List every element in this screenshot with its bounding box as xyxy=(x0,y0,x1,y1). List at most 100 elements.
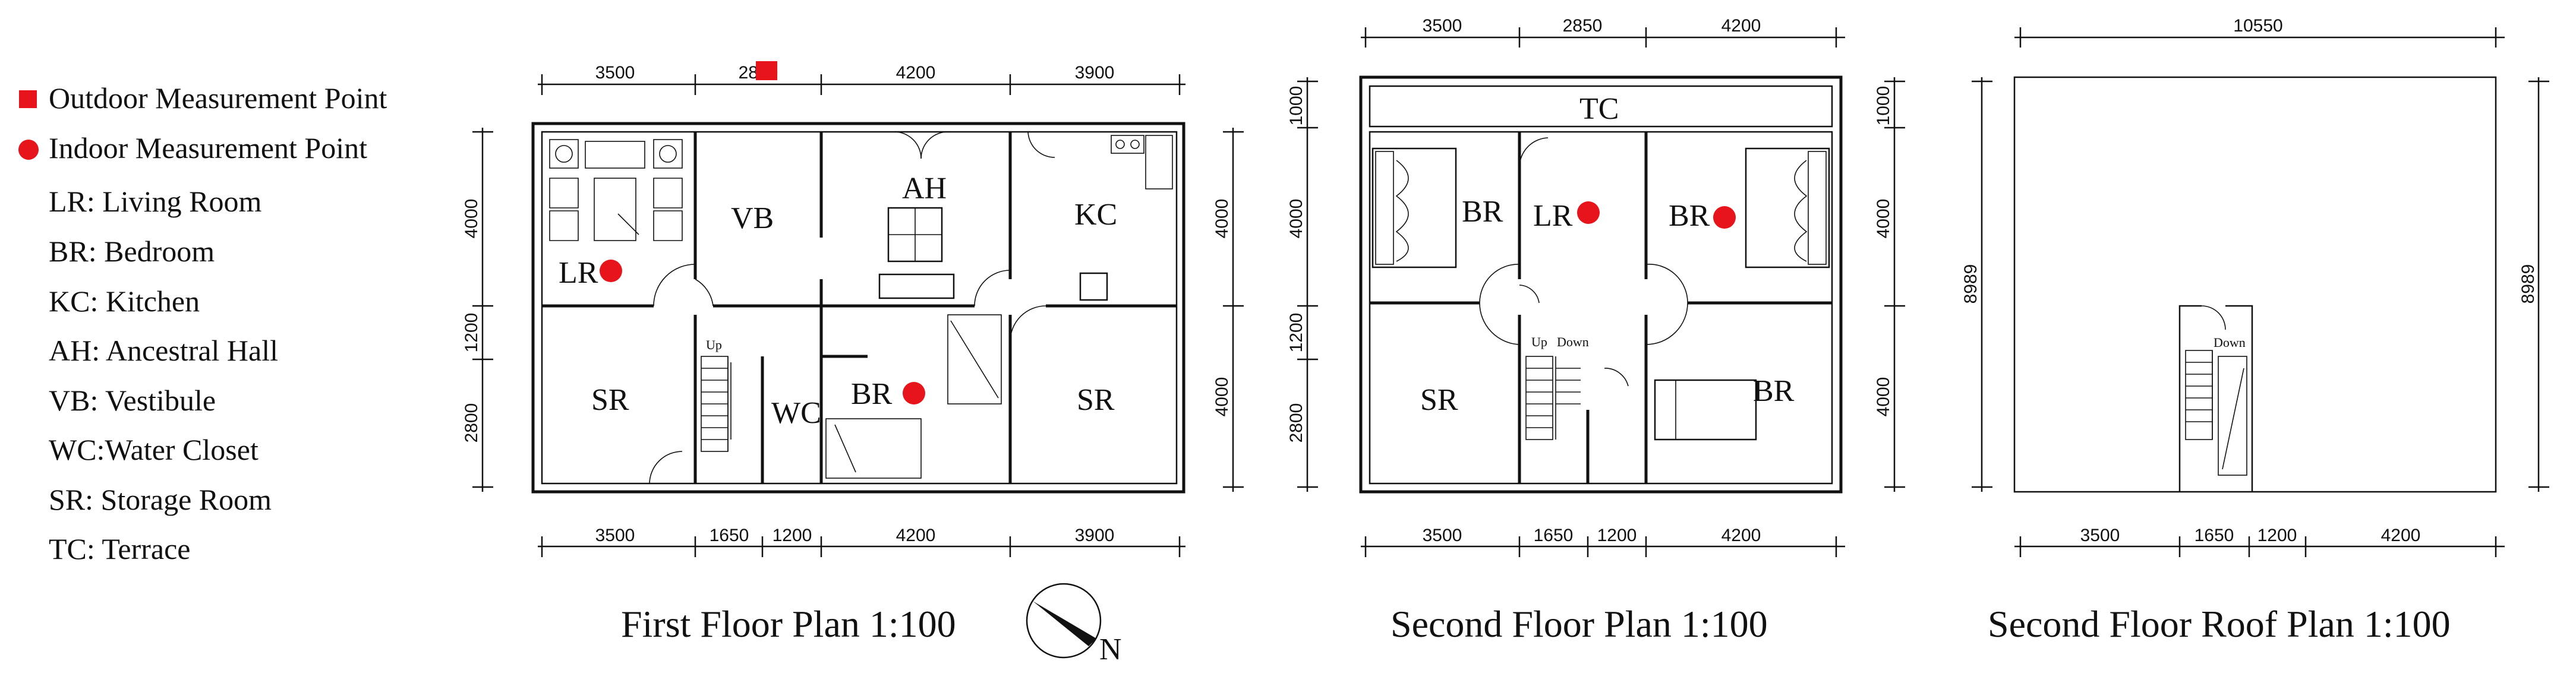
legend-item-kc: KC: Kitchen xyxy=(49,285,200,318)
living-room-furniture xyxy=(549,139,683,241)
roof-right-dim: 8989 xyxy=(2518,264,2538,304)
ff-room-lr: LR xyxy=(559,256,598,290)
sf-room-sr: SR xyxy=(1420,383,1458,417)
sf-left-dim-2: 4000 xyxy=(1287,199,1306,239)
roof-left-dimension: 8989 xyxy=(1961,77,1992,492)
ff-room-vb: VB xyxy=(731,201,774,235)
sf-bottom-dim-1: 3500 xyxy=(1423,526,1462,545)
sf-stair-up-label: Up xyxy=(1531,334,1547,349)
ff-bottom-dim-4: 4200 xyxy=(896,526,936,545)
ff-left-dim-3: 2800 xyxy=(462,403,481,443)
roof-bottom-dim-3: 1200 xyxy=(2257,526,2297,545)
second-floor-left-dimensions: 1000 4000 1200 2800 xyxy=(1287,77,1318,492)
ff-room-ah: AH xyxy=(902,172,947,206)
sf-right-dim-3: 4000 xyxy=(1874,377,1893,417)
roof-bottom-dimensions: 3500 1650 1200 4200 xyxy=(2014,526,2505,557)
legend-item-ah: AH: Ancestral Hall xyxy=(49,334,278,367)
second-floor-title: Second Floor Plan 1:100 xyxy=(1391,603,1768,645)
outdoor-measurement-point xyxy=(756,61,777,80)
second-floor-plan: 3500 2850 4200 3500 1650 1200 4200 1000 … xyxy=(1287,16,1905,645)
sf-indoor-point-lr xyxy=(1577,201,1600,224)
north-label: N xyxy=(1099,633,1122,666)
legend-item-tc: TC: Terrace xyxy=(49,532,191,565)
ff-indoor-point-br xyxy=(903,382,925,404)
roof-top-dim: 10550 xyxy=(2233,16,2282,36)
sf-bottom-dim-4: 4200 xyxy=(1721,526,1761,545)
ff-bottom-dim-1: 3500 xyxy=(595,526,635,545)
legend-item-wc: WC:Water Closet xyxy=(49,433,258,466)
second-floor-top-dimensions: 3500 2850 4200 xyxy=(1361,16,1845,48)
ff-right-dim-1: 4000 xyxy=(1212,199,1232,239)
sf-left-dim-4: 2800 xyxy=(1287,403,1306,443)
second-floor-right-dimensions: 1000 4000 4000 xyxy=(1874,77,1905,492)
ff-stair-up-label: Up xyxy=(706,337,722,352)
roof-bottom-dim-4: 4200 xyxy=(2381,526,2421,545)
ff-room-br: BR xyxy=(851,377,893,411)
sf-bottom-dim-2: 1650 xyxy=(1534,526,1574,545)
sf-right-dim-2: 4000 xyxy=(1874,199,1893,239)
roof-bottom-dim-2: 1650 xyxy=(2195,526,2234,545)
ff-top-dim-1: 3500 xyxy=(595,63,635,83)
roof-top-dimension: 10550 xyxy=(2014,16,2505,48)
ff-room-kc: KC xyxy=(1074,198,1117,232)
roof-stair-down-label: Down xyxy=(2214,335,2246,350)
ancestral-hall-furniture xyxy=(878,207,955,299)
first-floor-top-dimensions: 3500 2850 4200 3900 xyxy=(538,63,1185,95)
first-floor-right-dimensions: 4000 4000 xyxy=(1212,128,1244,492)
roof-right-dimension: 8989 xyxy=(2518,77,2549,492)
ff-room-sr-left: SR xyxy=(591,383,629,417)
sf-room-br-bottom: BR xyxy=(1753,374,1795,408)
sf-left-dim-3: 1200 xyxy=(1287,313,1306,353)
ff-bottom-dim-5: 3900 xyxy=(1075,526,1115,545)
roof-title: Second Floor Roof Plan 1:100 xyxy=(1988,603,2451,645)
ff-bottom-dim-2: 1650 xyxy=(710,526,749,545)
sf-right-dim-1: 1000 xyxy=(1874,86,1893,126)
roof-bottom-dim-1: 3500 xyxy=(2080,526,2120,545)
north-arrow-icon xyxy=(1026,583,1102,659)
sf-top-dim-3: 4200 xyxy=(1721,16,1761,36)
kitchen-fixtures xyxy=(1079,135,1173,301)
ff-bottom-dim-3: 1200 xyxy=(773,526,812,545)
ff-left-dim-2: 1200 xyxy=(462,313,481,353)
legend-item-sr: SR: Storage Room xyxy=(49,483,272,516)
second-floor-bottom-dimensions: 3500 1650 1200 4200 xyxy=(1361,526,1845,557)
ff-left-dim-1: 4000 xyxy=(462,199,481,239)
indoor-point-marker xyxy=(18,140,39,160)
first-floor-beds xyxy=(825,314,1002,479)
sf-indoor-point-br xyxy=(1713,206,1736,229)
sf-top-dim-2: 2850 xyxy=(1563,16,1603,36)
roof-outline xyxy=(2013,76,2497,493)
sf-bottom-dim-3: 1200 xyxy=(1597,526,1637,545)
legend: Outdoor Measurement Point Indoor Measure… xyxy=(18,81,387,565)
first-floor-title: First Floor Plan 1:100 xyxy=(621,603,956,645)
legend-item-lr: LR: Living Room xyxy=(49,185,261,218)
ff-top-dim-3: 4200 xyxy=(896,63,936,83)
second-floor-stair: Up Down xyxy=(1525,334,1589,440)
ff-room-sr-right: SR xyxy=(1077,383,1115,417)
sf-room-lr: LR xyxy=(1533,199,1573,233)
sf-stair-down-label: Down xyxy=(1557,334,1589,349)
roof-stair-access: Down xyxy=(2178,305,2253,492)
ff-top-dim-4: 3900 xyxy=(1075,63,1115,83)
sf-left-dim-1: 1000 xyxy=(1287,86,1306,126)
legend-indoor-label: Indoor Measurement Point xyxy=(49,131,367,165)
sf-top-dim-1: 3500 xyxy=(1423,16,1462,36)
first-floor-stair: Up xyxy=(701,337,732,452)
roof-plan: 10550 3500 1650 1200 4200 8989 8989 xyxy=(1961,16,2549,645)
ff-room-wc: WC xyxy=(771,396,821,430)
first-floor-walls xyxy=(531,122,1185,494)
first-floor-bottom-dimensions: 3500 1650 1200 4200 3900 xyxy=(538,526,1185,557)
second-floor-walls xyxy=(1359,75,1843,494)
first-floor-left-dimensions: 4000 1200 2800 xyxy=(462,128,493,492)
second-floor-beds xyxy=(1371,147,1830,441)
sf-room-br-right: BR xyxy=(1669,199,1710,233)
sf-room-tc: TC xyxy=(1579,92,1619,126)
legend-item-vb: VB: Vestibule xyxy=(49,384,216,417)
legend-outdoor-label: Outdoor Measurement Point xyxy=(49,81,387,115)
sf-room-br-left: BR xyxy=(1462,195,1503,229)
ff-indoor-point-lr xyxy=(600,260,622,282)
legend-item-br: BR: Bedroom xyxy=(49,235,215,268)
first-floor-plan: 3500 2850 4200 3900 3500 1650 1200 4200 … xyxy=(462,61,1244,666)
roof-left-dim: 8989 xyxy=(1961,264,1981,304)
